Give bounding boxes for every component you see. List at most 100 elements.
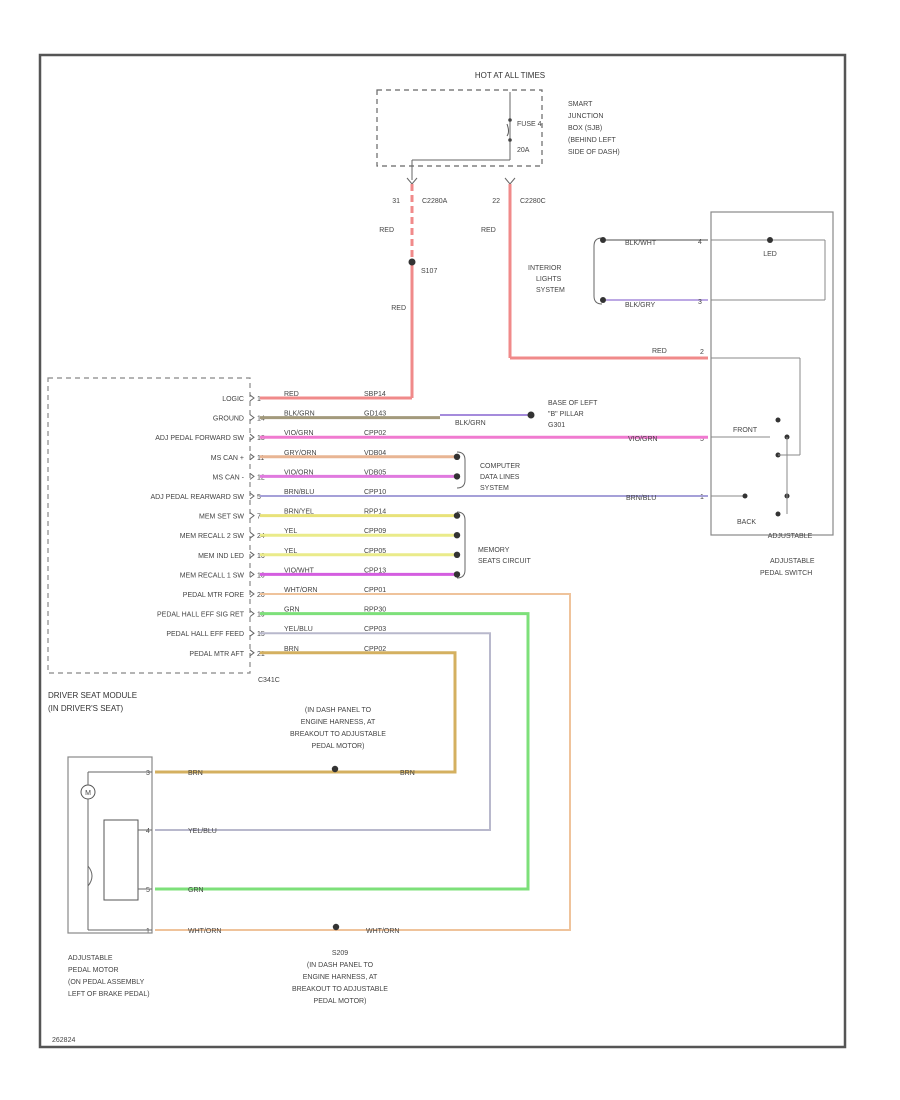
module-pin-label: MEM RECALL 1 SW [180,572,245,579]
module-pin-wire: BRN [284,646,299,653]
red-feed-wires: RED S107 RED RED RED [379,184,708,398]
module-pin-circuit: RPP30 [364,607,386,614]
module-pin-circuit: CPP01 [364,587,386,594]
adjustable-pedal-motor: M ADJUSTABLE PEDAL MOTOR (ON PEDAL ASSEM… [67,756,153,998]
interior-terminal-1 [600,237,606,243]
module-pin-connector-icon [249,590,255,598]
module-pin-connector-icon [249,551,255,559]
memory-terminal [453,532,461,539]
module-pin-label: ADJ PEDAL REARWARD SW [151,494,245,501]
lamp-wire-1-label: BLK/WHT [625,240,657,247]
module-pin-number: 5 [257,494,261,501]
motor-name-3: (ON PEDAL ASSEMBLY [68,979,145,986]
ground-location-1: BASE OF LEFT [548,400,598,407]
red-label-1: RED [379,227,394,234]
splice-top-dot [331,765,339,773]
splice-s107 [408,258,416,266]
switch-pin-a: 4 [698,239,702,246]
motor-pin-number: 1 [146,928,150,935]
module-pin-label: PEDAL MTR FORE [183,592,245,599]
module-pin-circuit: CPP05 [364,548,386,555]
hot-label: HOT AT ALL TIMES [475,71,545,80]
motor-wire-right-1: BRN [400,770,415,777]
fuse-terminal-top [508,118,512,122]
module-pin-label: PEDAL HALL EFF FEED [166,631,244,638]
splice-top-4: PEDAL MOTOR) [312,743,365,750]
wire-hall-ret [155,612,530,891]
wire-motor-aft [155,651,457,774]
splice-top-2: ENGINE HARNESS, AT [301,719,376,726]
fwd-wire-label: VIO/GRN [628,436,658,443]
module-pin-wire: VIO/ORN [284,469,314,476]
module-pin-label: MEM RECALL 2 SW [180,533,245,540]
module-pin-wire: YEL/BLU [284,626,313,633]
rwd-wire-label: BRN/BLU [626,495,656,502]
module-pin-connector-icon [249,512,255,519]
switch-feed-pin: 2 [700,349,704,356]
motor-pin-number: 4 [146,828,150,835]
diagram-frame [38,53,847,1049]
module-pin-circuit: CPP02 [364,430,386,437]
red-label-3: RED [481,227,496,234]
data-lines-2: DATA LINES [480,474,520,481]
module-pin-label: GROUND [213,416,244,423]
wire-hall-feed [155,632,491,831]
memory-bracket [456,511,466,579]
switch-fwd-pin: 5 [700,436,704,443]
fuse-label: FUSE 4 [517,121,542,128]
motor-wire-right-4: WHT/ORN [366,928,399,935]
module-pin-circuit: SBP14 [364,391,386,398]
module-pin-label: ADJ PEDAL FORWARD SW [155,435,244,442]
interior-3: SYSTEM [536,287,565,294]
module-pin-connector-icon [249,629,255,637]
module-name-1: DRIVER SEAT MODULE [48,691,137,700]
sjb-location-3: BOX (SJB) [568,125,602,132]
module-pin-circuit: CPP13 [364,567,386,574]
memory-terminal [453,571,461,578]
sjb-location-4: (BEHIND LEFT [568,137,617,144]
motor-pin-wire: BRN [188,770,203,777]
module-pin-connector-icon [249,649,255,657]
module-pin-circuit: VDB05 [364,469,386,476]
motor-pin-wire: YEL/BLU [188,828,217,835]
splice-top-1: (IN DASH PANEL TO [305,707,372,714]
right-pin: 22 [492,198,500,205]
switch-pin-b: 3 [698,299,702,306]
can-plus-terminal [453,453,461,460]
module-pin-circuit: GD143 [364,411,386,418]
module-pin-wire: VIO/GRN [284,430,314,437]
module-name-2: (IN DRIVER'S SEAT) [48,704,124,713]
module-pin-circuit: CPP10 [364,489,386,496]
module-pin-wire: VIO/WHT [284,567,315,574]
module-pin-circuit: CPP03 [364,626,386,633]
motor-name-4: LEFT OF BRAKE PEDAL) [68,991,150,998]
splice-s209-dot [332,923,340,931]
motor-m-label: M [85,790,91,797]
motor-pin-number: 5 [146,887,150,894]
sjb-location-5: SIDE OF DASH) [568,149,620,156]
module-pin-wire: YEL [284,528,297,535]
data-lines-3: SYSTEM [480,485,509,492]
wire-motor-fore [260,593,571,931]
ground-wire-label: BLK/GRN [455,420,486,427]
module-pin-wire: WHT/ORN [284,587,317,594]
motor-pin-wire: GRN [188,887,204,894]
module-pin-label: LOGIC [222,396,244,403]
memory-1: MEMORY [478,547,510,554]
s209-note-3: BREAKOUT TO ADJUSTABLE [292,986,388,993]
interior-2: LIGHTS [536,276,562,283]
switch-name-3: PEDAL SWITCH [760,570,812,577]
module-pin-wire: BLK/GRN [284,411,315,418]
motor-pin-wire: WHT/ORN [188,928,221,935]
module-pin-label: MEM SET SW [199,514,244,521]
module-pin-label: PEDAL MTR AFT [189,651,244,658]
module-pin-connector-icon [249,394,255,402]
lamp-icon [767,237,773,243]
fuse-amp: 20A [517,147,530,154]
module-outline [47,377,251,674]
smart-junction-box: HOT AT ALL TIMES FUSE 4 20A SMART JUNCTI… [376,71,620,205]
module-pin-circuit: RPP14 [364,509,386,516]
module-pin-connector-icon [249,414,255,421]
